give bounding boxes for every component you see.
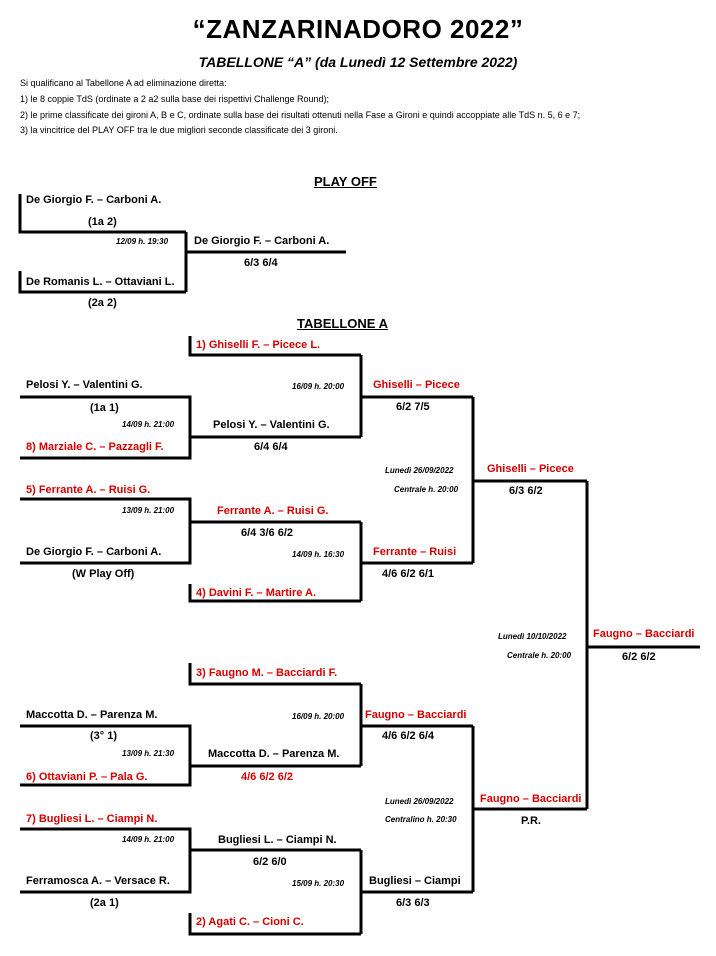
s4-qf-date: 15/09 h. 20:30 [292, 879, 345, 888]
s2-qf-score: 4/6 6/2 6/1 [382, 568, 434, 580]
s2-qf-date: 14/09 h. 16:30 [292, 550, 345, 559]
rules-intro: Si qualificano al Tabellone A ad elimina… [20, 78, 227, 88]
sf2-venue: Centralino h. 20:30 [385, 815, 457, 824]
s4-date-a: 14/09 h. 21:00 [122, 835, 175, 844]
s4-team-b: Ferramosca A. – Versace R. [26, 875, 170, 887]
final-score: 6/2 6/2 [622, 651, 656, 663]
s1-tds-line [188, 336, 361, 357]
sf1-venue: Centrale h. 20:00 [394, 485, 459, 494]
s4-winner-ab: Bugliesi L. – Ciampi N. [218, 834, 337, 846]
s1-tds: 1) Ghiselli F. – Picece L. [196, 339, 321, 351]
rule-3: 3) la vincitrice del PLAY OFF tra le due… [20, 125, 338, 135]
s1-team-a-line [20, 395, 192, 460]
s3-qf-date: 16/09 h. 20:00 [292, 712, 345, 721]
rule-1: 1) le 8 coppie TdS (ordinate a 2 a2 sull… [20, 94, 330, 104]
sf2-date: Lunedì 26/09/2022 [385, 797, 454, 806]
s4-score-ab: 6/2 6/0 [253, 856, 287, 868]
s3-team-b: 6) Ottaviani P. – Pala G. [26, 771, 148, 783]
s2-team-a-line [20, 497, 192, 565]
s2-tds-line [188, 584, 361, 603]
sf2-score: P.R. [521, 815, 541, 827]
s4-team-a: 7) Bugliesi L. – Ciampi N. [26, 813, 158, 825]
s4-seed-b: (2a 1) [90, 897, 119, 909]
s2-team-b: De Giorgio F. – Carboni A. [26, 546, 162, 558]
final-venue: Centrale h. 20:00 [507, 651, 572, 660]
s1-qf-date: 16/09 h. 20:00 [292, 382, 345, 391]
rule-2: 2) le prime classificate dei gironi A, B… [20, 110, 581, 120]
s3-qf-winner: Faugno – Bacciardi [365, 709, 467, 721]
playoff-team-1: De Giorgio F. – Carboni A. [26, 194, 162, 206]
page-subtitle: TABELLONE “A” (da Lunedì 12 Settembre 20… [198, 54, 518, 70]
s4-team-a-line [20, 827, 192, 894]
playoff-team-2-seed: (2a 2) [88, 297, 117, 309]
playoff-date: 12/09 h. 19:30 [116, 237, 169, 246]
s1-seed-a: (1a 1) [90, 402, 119, 414]
playoff-line-1 [18, 194, 186, 234]
s4-qf-score: 6/3 6/3 [396, 897, 430, 909]
sf1-date: Lunedì 26/09/2022 [385, 466, 454, 475]
s2-qf-winner: Ferrante – Ruisi [373, 546, 457, 558]
s3-qf-score: 4/6 6/2 6/4 [382, 730, 434, 742]
s2-tds: 4) Davini F. – Martire A. [196, 587, 317, 599]
s1-winner-ab: Pelosi Y. – Valentini G. [213, 419, 330, 431]
sf1-score: 6/3 6/2 [509, 485, 543, 497]
playoff-winner: De Giorgio F. – Carboni A. [194, 235, 330, 247]
s3-date-a: 13/09 h. 21:30 [122, 749, 175, 758]
s1-date-a: 14/09 h. 21:00 [122, 420, 175, 429]
sf2-winner: Faugno – Bacciardi [480, 793, 582, 805]
s4-tds: 2) Agati C. – Cioni C. [196, 916, 304, 928]
s1-qf-score: 6/2 7/5 [396, 401, 430, 413]
s1-score-ab: 6/4 6/4 [254, 441, 288, 453]
s1-qf-winner: Ghiselli – Picece [373, 379, 460, 391]
playoff-heading: PLAY OFF [314, 174, 377, 189]
playoff-line-2 [18, 271, 186, 294]
s3-team-a: Maccotta D. – Parenza M. [26, 709, 158, 721]
playoff-team-1-seed: (1a 2) [88, 216, 117, 228]
s2-team-a: 5) Ferrante A. – Ruisi G. [26, 484, 151, 496]
s3-score-ab: 4/6 6/2 6/2 [241, 771, 293, 783]
s3-winner-ab: Maccotta D. – Parenza M. [208, 748, 340, 760]
final-date: Lunedì 10/10/2022 [498, 632, 567, 641]
sf1-winner: Ghiselli – Picece [487, 463, 574, 475]
final-winner: Faugno – Bacciardi [593, 628, 695, 640]
playoff-team-2: De Romanis L. – Ottaviani L. [26, 276, 175, 288]
page-title: “ZANZARINADORO 2022” [192, 14, 524, 44]
s3-team-a-line [20, 724, 192, 787]
s3-seed-a: (3° 1) [90, 730, 118, 742]
s2-seed-b: (W Play Off) [72, 568, 135, 580]
s3-tds: 3) Faugno M. – Bacciardi F. [196, 667, 338, 679]
tabellone-heading: TABELLONE A [297, 316, 388, 331]
s4-qf-winner: Bugliesi – Ciampi [369, 875, 461, 887]
s4-tds-line [188, 913, 361, 936]
s2-date-a: 13/09 h. 21:00 [122, 506, 175, 515]
s2-score-ab: 6/4 3/6 6/2 [241, 527, 293, 539]
s1-team-a: Pelosi Y. – Valentini G. [26, 379, 143, 391]
s3-tds-line [188, 663, 361, 686]
s1-team-b: 8) Marziale C. – Pazzagli F. [26, 441, 164, 453]
playoff-score: 6/3 6/4 [244, 257, 278, 269]
s2-winner-ab: Ferrante A. – Ruisi G. [217, 505, 329, 517]
